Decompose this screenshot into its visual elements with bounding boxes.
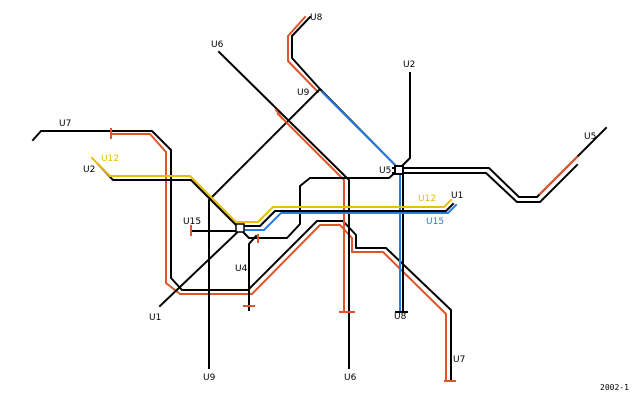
label-u5-right: U5: [584, 132, 596, 142]
line-u7-orange: [110, 133, 447, 382]
label-u8-top: U8: [310, 13, 323, 23]
line-u7-black: [31, 130, 452, 382]
line-u5-black-b: [392, 163, 579, 203]
label-u5-mid: U5: [379, 166, 391, 176]
label-u9-top: U9: [297, 88, 310, 98]
label-u12-right: U12: [418, 194, 436, 204]
label-u4: U4: [235, 264, 248, 274]
label-u15-left: U15: [183, 217, 201, 227]
junction-marker: [235, 223, 245, 233]
line-u15-blue-right: [243, 203, 458, 231]
label-u1-bottom: U1: [149, 313, 161, 323]
line-u5-orange: [538, 155, 579, 196]
line-u4-black: [248, 234, 258, 311]
label-u1-right: U1: [451, 191, 463, 201]
label-u2-left: U2: [83, 165, 95, 175]
terminus-ticks: [110, 108, 456, 382]
map-caption: 2002-1: [600, 383, 629, 392]
label-u8-bottom: U8: [394, 312, 407, 322]
label-u15-right: U15: [426, 217, 444, 227]
line-u12-yellow-right: [237, 198, 453, 223]
line-u9-black: [208, 88, 321, 369]
label-u6-bottom: U6: [344, 373, 357, 383]
line-u6-black: [217, 50, 350, 369]
label-u9-bottom: U9: [203, 373, 216, 383]
label-u2-top: U2: [403, 60, 415, 70]
line-u1-black-left: [158, 224, 246, 308]
label-u7-left: U7: [59, 119, 71, 129]
hub-station-marker: [394, 165, 404, 175]
line-u12-yellow-left: [90, 156, 238, 224]
label-u7-bottom: U7: [453, 355, 465, 365]
label-u12-left: U12: [101, 154, 119, 164]
line-u15-blue: [320, 90, 401, 313]
line-u8-orange: [287, 15, 320, 94]
line-u6-orange: [276, 112, 345, 313]
line-u1-black-right: [239, 202, 455, 227]
label-u6-top: U6: [211, 40, 224, 50]
